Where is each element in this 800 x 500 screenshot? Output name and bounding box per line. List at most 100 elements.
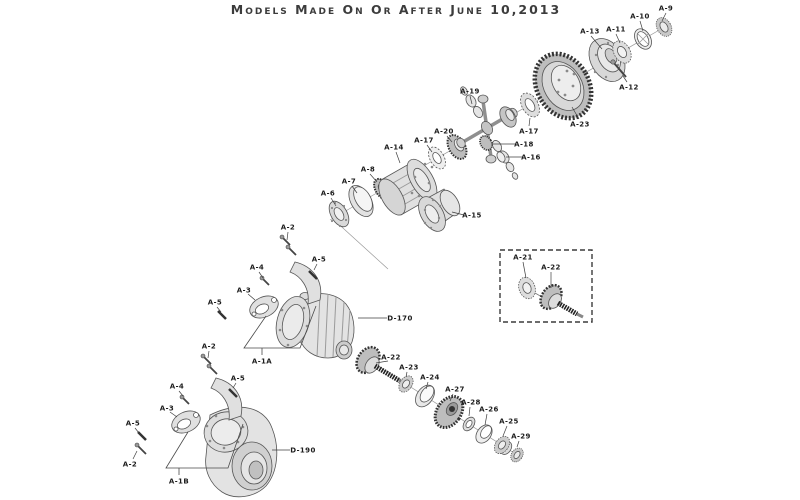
part-gear-a27 — [433, 394, 465, 430]
part-gear-a18 — [479, 135, 493, 151]
part-spider-cross-a19 — [456, 86, 519, 180]
label-leader-line — [451, 211, 465, 216]
part-label: A-27 — [445, 386, 465, 394]
part-label: A-17 — [519, 128, 539, 136]
label-leader-line — [516, 440, 520, 448]
label-leader-line — [590, 35, 603, 50]
part-side-gear — [499, 106, 517, 128]
label-leader-line — [639, 20, 644, 32]
part-label: A-21 — [513, 254, 533, 262]
part-label: A-3 — [160, 405, 174, 413]
label-leader-line — [178, 390, 184, 397]
label-leader-line — [622, 75, 628, 83]
detail-inset-box — [499, 249, 593, 323]
part-diff-case-a14 — [378, 158, 438, 216]
part-housing-d190 — [203, 406, 278, 498]
label-leader-line — [258, 271, 264, 279]
part-ring-gear-a23 — [532, 51, 594, 121]
label-leader-line — [330, 197, 337, 207]
part-case-half-a15 — [418, 188, 461, 232]
label-leader-line — [207, 350, 210, 359]
part-label: A-16 — [521, 154, 541, 162]
part-label: A-2 — [123, 461, 137, 469]
part-washer-a16 — [496, 151, 506, 163]
part-label: A-22 — [381, 354, 401, 362]
part-bearing-a21 — [518, 276, 536, 300]
part-label: A-2 — [281, 224, 295, 232]
part-hub-a6 — [328, 200, 350, 228]
part-slinger-a24 — [415, 384, 435, 408]
part-label: A-20 — [434, 128, 454, 136]
part-label: A-25 — [499, 418, 519, 426]
label-leader-line — [395, 151, 401, 164]
label-leader-line — [375, 360, 389, 364]
part-label: A-8 — [361, 166, 375, 174]
part-label: A-23 — [570, 121, 590, 129]
label-leader-line — [468, 406, 471, 417]
label-leader-line — [484, 413, 488, 426]
diagram-title: Models Made On Or After June 10,2013 — [231, 2, 561, 17]
part-label: A-29 — [511, 433, 531, 441]
part-label: A-5 — [208, 299, 222, 307]
part-label: A-4 — [170, 383, 184, 391]
label-leader-line — [502, 425, 508, 437]
label-leader-line — [425, 381, 429, 390]
part-label: A-1B — [169, 478, 189, 486]
part-nut-a29 — [510, 447, 524, 463]
part-labels: A-9A-10A-11A-13A-12A-19A-23A-17A-20A-17A… — [123, 5, 673, 486]
label-leader-line — [247, 293, 256, 301]
part-bearing-a23-pinion — [398, 375, 414, 393]
label-leader-line — [351, 185, 358, 194]
part-label: A-18 — [514, 141, 534, 149]
part-label: A-2 — [202, 343, 216, 351]
part-label: A-28 — [461, 399, 481, 407]
part-washer-a28 — [462, 416, 476, 432]
label-leader-line — [232, 382, 237, 389]
part-label: A-26 — [479, 406, 499, 414]
part-label: A-5 — [231, 375, 245, 383]
label-leader-line — [528, 117, 531, 127]
label-leader-line — [449, 393, 454, 402]
a1a-group-bracket — [243, 305, 317, 349]
part-label: A-7 — [342, 178, 356, 186]
a1b-group-bracket — [165, 423, 244, 469]
label-leader-line — [661, 12, 667, 22]
label-leader-line — [169, 411, 178, 418]
part-bearing-a11 — [612, 40, 632, 64]
part-bearing-a17-right — [520, 92, 540, 118]
part-housing-d170 — [275, 292, 355, 360]
label-leader-line — [615, 33, 621, 44]
bracket-group-a1a — [217, 234, 322, 320]
label-leader-line — [426, 144, 433, 153]
label-leader-line — [469, 95, 473, 105]
label-leader-line — [132, 450, 138, 460]
part-seal-a10 — [634, 28, 652, 50]
part-label: A-5 — [126, 420, 140, 428]
part-label: A-11 — [606, 26, 626, 34]
label-leader-line — [571, 106, 580, 120]
part-label: A-22 — [541, 264, 561, 272]
part-label: A-12 — [619, 84, 639, 92]
part-pinion-a22-inset — [539, 283, 584, 319]
label-leader-line — [286, 231, 289, 241]
bracket-group-a1b — [134, 353, 243, 455]
part-label: A-15 — [462, 212, 482, 220]
label-leader-line — [405, 371, 408, 378]
part-bolt-a12 — [610, 59, 627, 78]
part-label: A-10 — [630, 13, 650, 21]
housing-connector-line — [332, 218, 389, 270]
part-label: A-23 — [399, 364, 419, 372]
label-leader-line — [446, 135, 453, 143]
part-label: A-9 — [659, 5, 673, 13]
label-leader-line — [216, 306, 222, 313]
part-label: A-4 — [250, 264, 264, 272]
label-leader-line — [313, 263, 318, 271]
part-label: A-3 — [237, 287, 251, 295]
part-bearing-a17-left — [428, 146, 446, 170]
part-label: A-5 — [312, 256, 326, 264]
part-race-a26 — [475, 424, 493, 444]
part-label: D-170 — [387, 315, 412, 323]
part-label: A-6 — [321, 190, 335, 198]
part-nut-a9 — [655, 17, 673, 37]
